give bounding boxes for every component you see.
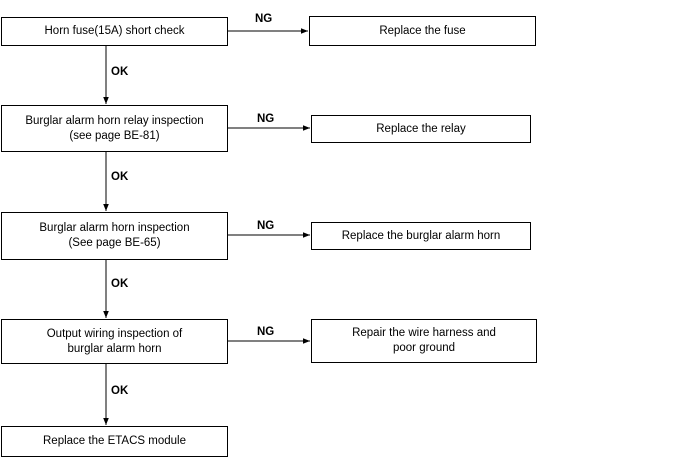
ok-label: OK	[111, 66, 129, 78]
action-text: Replace the burglar alarm horn	[341, 229, 501, 242]
action-text: Replace the relay	[376, 122, 466, 135]
ng-label: NG	[257, 113, 275, 125]
ok-label: OK	[111, 385, 129, 397]
ok-label: OK	[111, 171, 129, 183]
ng-label: NG	[255, 13, 273, 25]
check-box-fuse: Horn fuse(15A) short check	[1, 17, 228, 46]
check-box-wiring: Output wiring inspection of burglar alar…	[1, 319, 228, 364]
final-action-box: Replace the ETACS module	[1, 426, 228, 457]
action-text: Replace the fuse	[379, 24, 466, 37]
check-box-relay: Burglar alarm horn relay inspection (see…	[1, 105, 228, 152]
ng-label: NG	[257, 326, 275, 338]
ng-label: NG	[257, 220, 275, 232]
ok-label: OK	[111, 278, 129, 290]
action-box-relay: Replace the relay	[311, 115, 531, 143]
action-box-wiring: Repair the wire harness and poor ground	[311, 319, 537, 363]
final-action-text: Replace the ETACS module	[43, 435, 186, 447]
action-text: Repair the wire harness and poor ground	[352, 327, 496, 354]
check-text: Burglar alarm horn relay inspection (see…	[25, 114, 204, 142]
check-text: Output wiring inspection of burglar alar…	[46, 327, 183, 355]
check-text: Horn fuse(15A) short check	[44, 25, 185, 37]
action-box-fuse: Replace the fuse	[309, 16, 536, 46]
action-box-horn: Replace the burglar alarm horn	[311, 222, 531, 250]
check-text: Burglar alarm horn inspection (See page …	[39, 222, 190, 249]
check-box-horn: Burglar alarm horn inspection (See page …	[1, 212, 228, 260]
